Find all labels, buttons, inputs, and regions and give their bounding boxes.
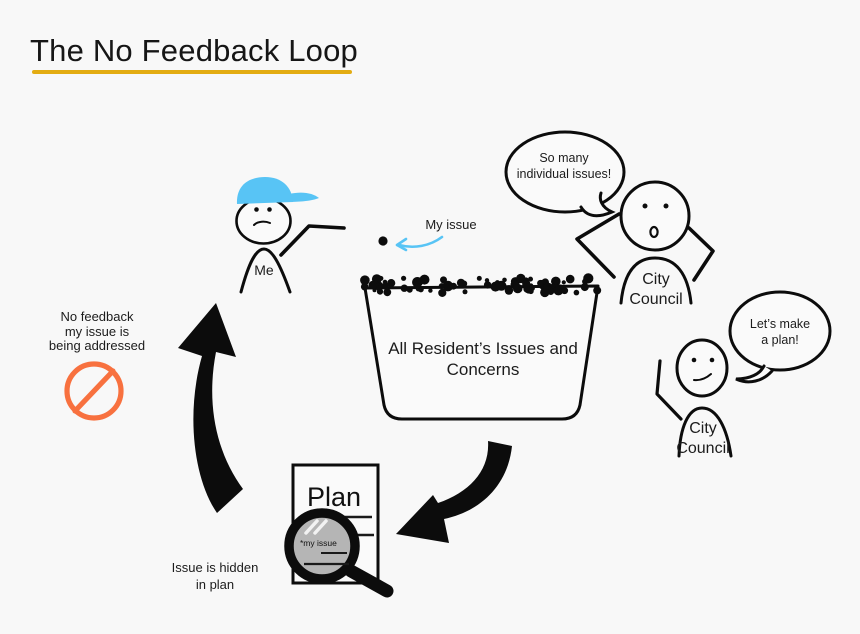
issue-dot bbox=[438, 283, 445, 290]
issue-dot bbox=[360, 282, 369, 291]
issue-dot bbox=[438, 288, 447, 297]
speech-bubble-2 bbox=[728, 290, 832, 384]
issue-dot bbox=[440, 276, 447, 284]
me-arm bbox=[279, 224, 346, 257]
council2-eye bbox=[691, 357, 697, 363]
issue-dot bbox=[372, 288, 377, 293]
issue-dot bbox=[547, 288, 555, 296]
bubble-tail bbox=[735, 364, 774, 384]
me-mouth bbox=[253, 220, 271, 226]
bubble-tail bbox=[579, 191, 616, 218]
council1-eye bbox=[642, 203, 648, 209]
me-cap-brim bbox=[287, 192, 319, 202]
issue-dot bbox=[528, 276, 533, 282]
arrow-plan-to-me bbox=[178, 303, 243, 513]
magnified-issue-text: *my issue bbox=[300, 538, 337, 548]
issue-dot bbox=[583, 278, 588, 283]
issue-dot bbox=[502, 277, 507, 283]
council1-left-arm bbox=[575, 212, 621, 279]
my-issue-label: My issue bbox=[425, 217, 477, 232]
issue-dot bbox=[428, 288, 433, 293]
issue-dot bbox=[368, 280, 377, 290]
issue-dot bbox=[418, 286, 424, 293]
council2-arm bbox=[655, 359, 683, 421]
council1-right-arm bbox=[687, 226, 715, 282]
stick-figure-council-1 bbox=[575, 180, 715, 305]
issue-dot bbox=[483, 281, 492, 289]
issue-dot bbox=[387, 279, 396, 288]
issue-dot bbox=[580, 283, 589, 292]
council-1-label: City Council bbox=[629, 271, 683, 308]
issue-arrow-icon bbox=[397, 235, 444, 249]
issue-dot bbox=[573, 289, 580, 296]
hidden-note: Issue is hidden in plan bbox=[171, 560, 259, 592]
issues-basket bbox=[360, 273, 602, 421]
issue-dot bbox=[442, 280, 454, 292]
stick-figure-me bbox=[235, 177, 346, 294]
council-2-label: City Council bbox=[676, 420, 730, 457]
title-underline bbox=[32, 70, 352, 74]
issue-dot bbox=[476, 275, 482, 281]
issue-dot bbox=[512, 283, 523, 294]
issue-dot bbox=[450, 282, 457, 290]
me-eye bbox=[267, 207, 272, 212]
council1-eye bbox=[663, 203, 669, 209]
basket-issue-dots bbox=[360, 273, 602, 298]
issue-dot bbox=[504, 286, 514, 295]
issue-dot bbox=[552, 277, 560, 285]
me-body bbox=[239, 247, 292, 294]
issue-dot bbox=[561, 280, 566, 285]
council1-body bbox=[619, 256, 693, 305]
lens-glare bbox=[304, 519, 328, 535]
issue-dot bbox=[516, 273, 526, 284]
plan-title: Plan bbox=[306, 482, 362, 512]
issue-dot bbox=[381, 282, 389, 290]
issue-dot bbox=[462, 289, 468, 295]
issue-dot bbox=[401, 275, 407, 281]
me-label: Me bbox=[254, 262, 274, 278]
stick-figure-council-2 bbox=[655, 338, 733, 458]
basket-label: All Resident’s Issues and Concerns bbox=[388, 339, 578, 379]
me-eye bbox=[254, 207, 259, 212]
council1-mouth bbox=[649, 225, 659, 239]
issue-dot bbox=[494, 280, 500, 286]
issue-dot bbox=[593, 286, 602, 295]
issue-dot bbox=[363, 276, 368, 281]
speech-bubble-2-text: Let’s make a plan! bbox=[749, 317, 811, 347]
speech-bubble-1 bbox=[504, 130, 626, 218]
issue-dot bbox=[565, 274, 575, 284]
issue-dot bbox=[456, 278, 465, 287]
me-cap-icon bbox=[236, 177, 293, 204]
page-title: The No Feedback Loop bbox=[30, 33, 358, 68]
issue-dot bbox=[417, 277, 425, 285]
council2-eye bbox=[709, 357, 715, 363]
issue-dot bbox=[522, 279, 531, 288]
speech-bubble-1-text: So many individual issues! bbox=[516, 151, 612, 181]
magnifier-handle bbox=[344, 564, 394, 598]
no-feedback-note: No feedback my issue is being addressed bbox=[48, 309, 146, 353]
magnifying-glass-icon bbox=[284, 508, 394, 598]
issue-dot bbox=[378, 236, 388, 246]
issue-dot bbox=[406, 286, 413, 293]
magnifier-lens bbox=[284, 508, 360, 584]
no-symbol-icon bbox=[64, 361, 124, 421]
council2-mouth bbox=[693, 373, 712, 382]
arrow-basket-to-plan bbox=[396, 441, 512, 543]
issue-arrowhead bbox=[395, 237, 408, 252]
issue-dot bbox=[555, 284, 563, 292]
issue-dot bbox=[400, 284, 408, 292]
issue-dot bbox=[537, 279, 544, 287]
my-issue-marker bbox=[378, 235, 444, 252]
council2-body bbox=[677, 406, 733, 458]
issue-dot bbox=[383, 288, 392, 297]
